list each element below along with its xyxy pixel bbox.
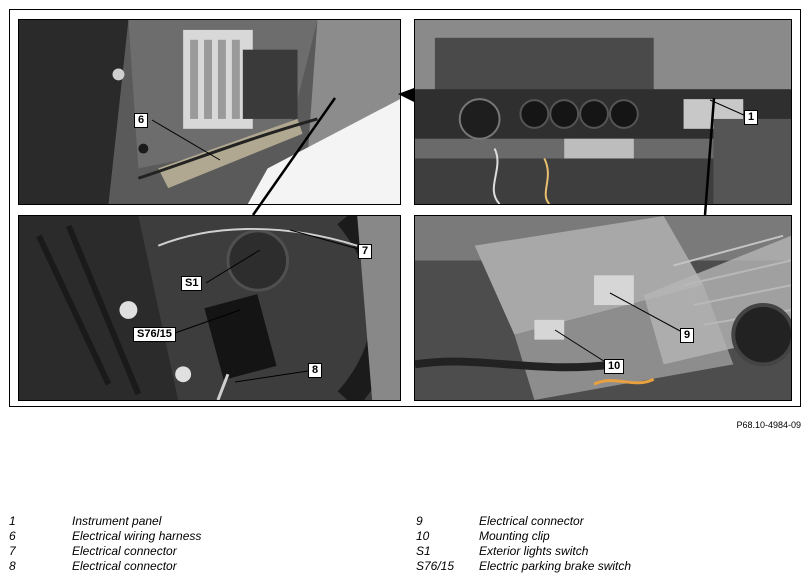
legend-text: Mounting clip: [479, 529, 550, 543]
legend-text: Exterior lights switch: [479, 544, 589, 558]
legend-item: 7 Electrical connector: [9, 544, 369, 559]
legend-key: 1: [9, 514, 16, 528]
legend-text: Electrical connector: [72, 544, 177, 558]
figure-frame: 6 1 S1 7 S76/15 8 9 10: [9, 9, 801, 407]
legend-text: Electrical connector: [72, 559, 177, 573]
photo-connector-clip-detail: [414, 215, 792, 401]
legend-text: Electrical wiring harness: [72, 529, 202, 543]
callout-9: 9: [680, 328, 695, 343]
legend-key: S1: [416, 544, 431, 558]
photo-switch-detail: [18, 215, 401, 401]
photo-fuse-box-area: [18, 19, 401, 205]
legend-item: 8 Electrical connector: [9, 559, 369, 574]
legend-item: 6 Electrical wiring harness: [9, 529, 369, 544]
legend-left-column: 1 Instrument panel 6 Electrical wiring h…: [9, 514, 369, 574]
legend-key: 6: [9, 529, 16, 543]
legend-key: 9: [416, 514, 423, 528]
legend-item: 9 Electrical connector: [416, 514, 796, 529]
legend-key: S76/15: [416, 559, 455, 573]
legend-text: Instrument panel: [72, 514, 162, 528]
callout-6: 6: [134, 113, 149, 128]
legend-text: Electric parking brake switch: [479, 559, 632, 573]
legend-right-column: 9 Electrical connector 10 Mounting clip …: [416, 514, 796, 574]
callout-7: 7: [358, 244, 373, 259]
legend-text: Electrical connector: [479, 514, 584, 528]
legend-item: 10 Mounting clip: [416, 529, 796, 544]
legend-item: 1 Instrument panel: [9, 514, 369, 529]
legend-key: 7: [9, 544, 16, 558]
callout-8: 8: [308, 363, 323, 378]
legend-key: 10: [416, 529, 430, 543]
figure-reference-code: P68.10-4984-09: [736, 420, 801, 430]
callout-10: 10: [604, 359, 625, 374]
callout-1: 1: [744, 110, 759, 125]
callout-s76-15: S76/15: [133, 327, 176, 342]
legend-item: S1 Exterior lights switch: [416, 544, 796, 559]
legend-item: S76/15 Electric parking brake switch: [416, 559, 796, 574]
photo-instrument-panel: [414, 19, 792, 205]
legend-key: 8: [9, 559, 16, 573]
callout-s1: S1: [181, 276, 203, 291]
